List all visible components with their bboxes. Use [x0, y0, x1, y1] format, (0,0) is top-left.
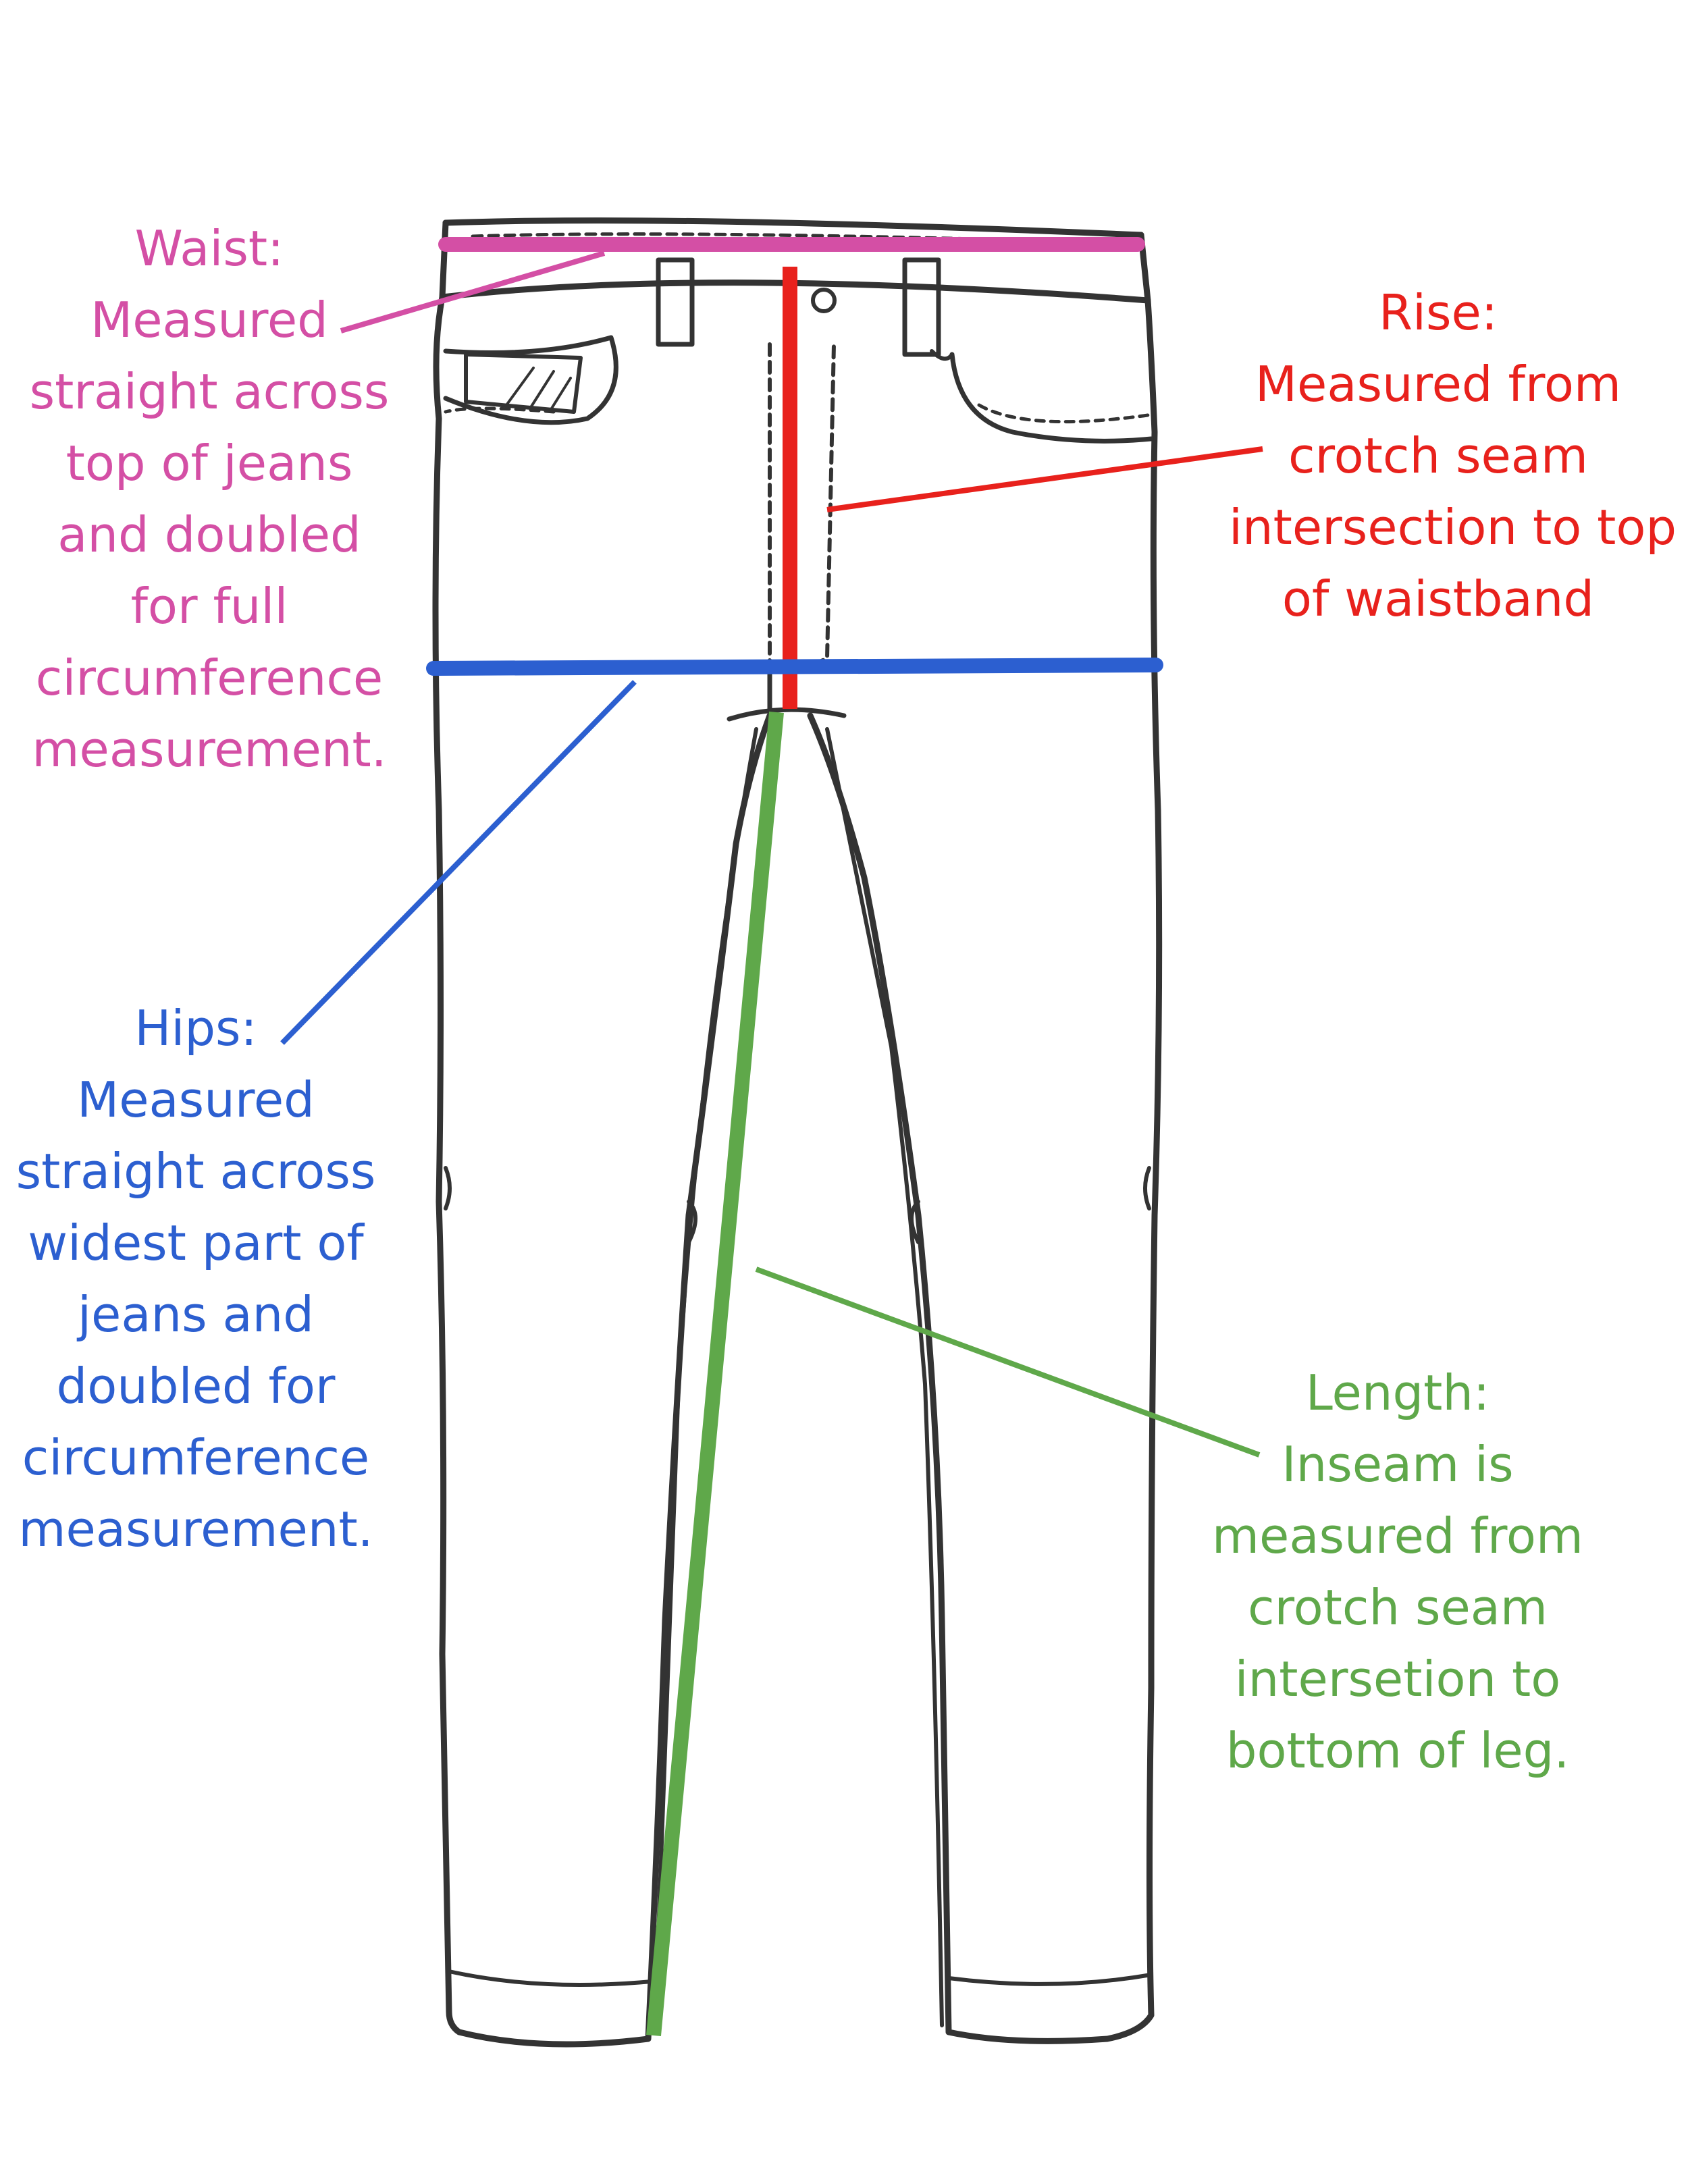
waist-label-title: Waist: — [134, 220, 284, 277]
rise-label-title: Rise: — [1378, 284, 1498, 341]
hips-label-line: straight across — [16, 1143, 376, 1200]
hips-label-line: jeans and — [78, 1286, 314, 1343]
length-label-line: measured from — [1211, 1508, 1584, 1564]
hips-label-line: doubled for — [56, 1358, 336, 1414]
hips-label-title: Hips: — [134, 1000, 257, 1057]
belt-loop-left — [656, 257, 695, 347]
waist-label-line: straight across — [29, 363, 390, 420]
hips-line — [426, 658, 1163, 676]
right-leg-outline — [807, 297, 1163, 2044]
left-pocket — [443, 335, 618, 425]
fly-stitching — [768, 342, 836, 672]
hips-label-line: measurement. — [18, 1501, 373, 1557]
rise-label-line: Measured from — [1255, 356, 1622, 412]
hips-label-line: widest part of — [28, 1215, 364, 1271]
belt-loop-right — [902, 257, 941, 357]
crotch-seam — [727, 707, 847, 722]
right-pocket — [949, 352, 1154, 444]
left-leg-outline — [432, 294, 773, 2048]
length-label-line: intersetion to — [1234, 1651, 1561, 1707]
length-label-line: Inseam is — [1282, 1436, 1514, 1493]
hips-leader-line — [280, 680, 637, 1045]
waist-label-line: and doubled — [57, 506, 361, 563]
waist-label-line: for full — [130, 578, 288, 635]
length-label-line: bottom of leg. — [1225, 1722, 1570, 1779]
rise-leader-line — [826, 446, 1263, 512]
waistband-bottom — [439, 279, 1151, 304]
waist-button — [811, 288, 837, 313]
waist-label-line: top of jeans — [65, 435, 353, 491]
rise-label-line: intersection to top — [1229, 499, 1677, 556]
waistband-left-edge — [439, 219, 449, 300]
length-measurement — [646, 711, 1261, 2037]
rise-label: Rise: Measured from crotch seam intersec… — [1229, 277, 1677, 635]
waist-label-line: measurement. — [32, 721, 387, 778]
waist-label-line: circumference — [35, 649, 384, 706]
length-line — [646, 711, 784, 2037]
length-label-line: crotch seam — [1247, 1579, 1548, 1636]
waist-label-line: Measured — [90, 292, 328, 348]
rise-label-line: crotch seam — [1288, 427, 1589, 484]
hips-measurement — [280, 658, 1163, 1045]
rise-label-line: of waistband — [1282, 570, 1595, 627]
hips-label: Hips: Measured straight across widest pa… — [14, 992, 378, 1565]
waist-label: Waist: Measured straight across top of j… — [27, 213, 392, 785]
jeans-illustration — [432, 217, 1163, 2048]
waistband-top — [442, 217, 1144, 238]
length-label-title: Length: — [1305, 1364, 1490, 1421]
length-leader-line — [755, 1267, 1261, 1458]
rise-measurement — [783, 267, 1263, 709]
waist-leader-line — [340, 250, 606, 334]
waist-measurement — [340, 237, 1145, 334]
hips-label-line: circumference — [22, 1429, 370, 1486]
length-label: Length: Inseam is measured from crotch s… — [1209, 1357, 1587, 1786]
hips-label-line: Measured — [77, 1071, 315, 1128]
